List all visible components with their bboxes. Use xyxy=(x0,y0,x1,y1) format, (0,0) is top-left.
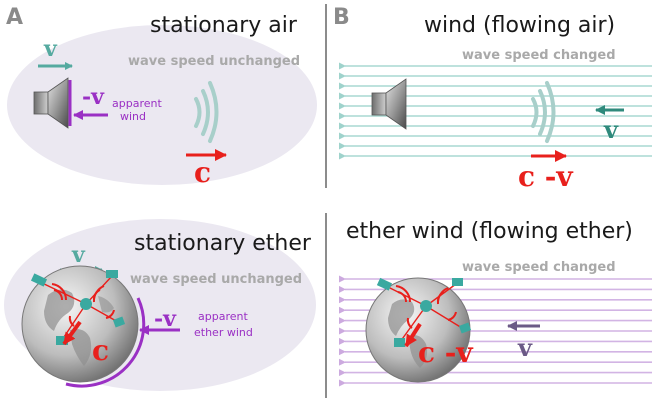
panel-d-note-bg xyxy=(458,256,630,275)
panel-letter-b: B xyxy=(333,5,350,30)
speaker-icon xyxy=(371,78,407,130)
wave-speed-label-c: c xyxy=(92,334,109,367)
panel-b-title: wind (flowing air) xyxy=(424,13,615,38)
apparent-wind-caption-1: apparent xyxy=(112,97,162,110)
apparent-wind-caption-2: wind xyxy=(120,110,146,123)
satellite-network-icon xyxy=(30,270,126,345)
panel-b-note-bg xyxy=(458,44,630,63)
air-region xyxy=(7,25,317,185)
satellite-network-icon xyxy=(376,277,472,347)
apparent-ether-wind-caption-1: apparent xyxy=(198,310,248,323)
panel-a-stationary-air: A stationary air wave speed unchanged v … xyxy=(6,5,317,189)
earth-velocity-label: v xyxy=(71,242,86,268)
wave-speed-label-a: c xyxy=(194,156,211,189)
panel-d-ether-wind: ether wind (flowing ether) wave speed ch… xyxy=(339,219,652,387)
speaker-velocity-label: v xyxy=(43,36,58,62)
apparent-ether-wind-label: -v xyxy=(154,306,177,332)
panel-b-wind: B wind (flowing air) wave speed changed … xyxy=(333,5,652,193)
ether-velocity-label: v xyxy=(517,333,533,362)
panel-c-title: stationary ether xyxy=(134,231,312,256)
panel-letter-a: A xyxy=(6,5,23,30)
wave-speed-arrow-c xyxy=(62,320,82,346)
panel-a-note: wave speed unchanged xyxy=(128,54,300,69)
sound-wave-icon xyxy=(194,81,219,143)
wave-speed-arrow-d xyxy=(404,322,422,348)
wave-speed-label-d: c -v xyxy=(418,336,473,369)
panel-c-stationary-ether: stationary ether wave speed unchanged v xyxy=(4,219,316,391)
panel-d-title: ether wind (flowing ether) xyxy=(346,219,633,244)
apparent-wind-label: -v xyxy=(82,84,105,110)
panel-d-note: wave speed changed xyxy=(462,260,616,275)
panel-b-note: wave speed changed xyxy=(462,48,616,63)
wind-velocity-label: v xyxy=(603,115,619,144)
panel-c-note: wave speed unchanged xyxy=(130,272,302,287)
wave-speed-label-b: c -v xyxy=(518,160,573,193)
panel-a-title: stationary air xyxy=(150,13,298,38)
apparent-ether-wind-caption-2: ether wind xyxy=(194,326,253,339)
speaker-icon xyxy=(33,77,72,129)
sound-wave-icon xyxy=(531,81,556,143)
